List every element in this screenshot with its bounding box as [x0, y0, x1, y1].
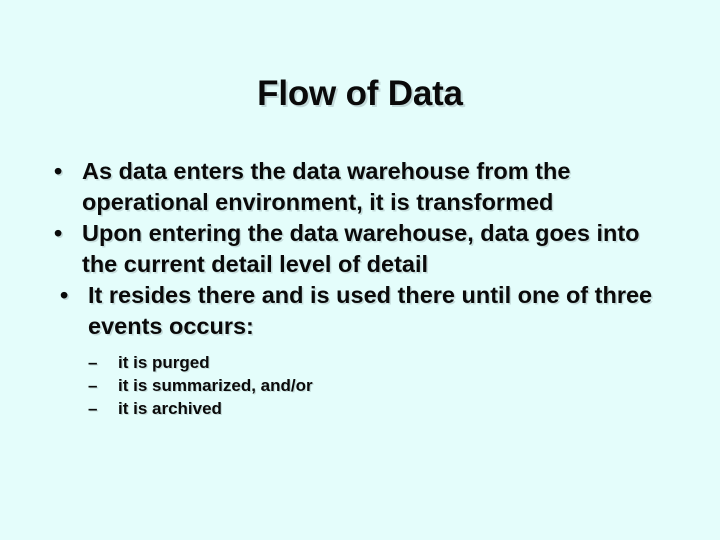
- page-title: Flow of Data: [257, 74, 463, 113]
- bullet-dash-icon: –: [88, 353, 98, 372]
- list-item-label: Upon entering the data warehouse, data g…: [82, 220, 640, 277]
- list-item: • Upon entering the data warehouse, data…: [0, 218, 720, 280]
- bullet-dot-icon: •: [54, 220, 63, 246]
- bullet-dash-icon: –: [88, 376, 98, 395]
- sub-list: – it is purged – it is summarized, and/o…: [0, 351, 720, 420]
- sub-list-item: – it is archived: [88, 397, 720, 420]
- sub-list-item-label: it is purged: [118, 353, 210, 372]
- list-item-label: As data enters the data warehouse from t…: [82, 158, 571, 215]
- list-item: • It resides there and is used there unt…: [0, 280, 720, 342]
- bullet-dot-icon: •: [54, 158, 63, 184]
- sub-list-item: – it is purged: [88, 351, 720, 374]
- bullet-dot-icon: •: [60, 282, 69, 308]
- sub-list-item: – it is summarized, and/or: [88, 374, 720, 397]
- slide-body: • As data enters the data warehouse from…: [0, 156, 720, 420]
- list-item: • As data enters the data warehouse from…: [0, 156, 720, 218]
- sub-list-item-label: it is archived: [118, 399, 222, 418]
- list-item-label: It resides there and is used there until…: [88, 282, 653, 339]
- sub-list-item-label: it is summarized, and/or: [118, 376, 313, 395]
- bullet-dash-icon: –: [88, 399, 98, 418]
